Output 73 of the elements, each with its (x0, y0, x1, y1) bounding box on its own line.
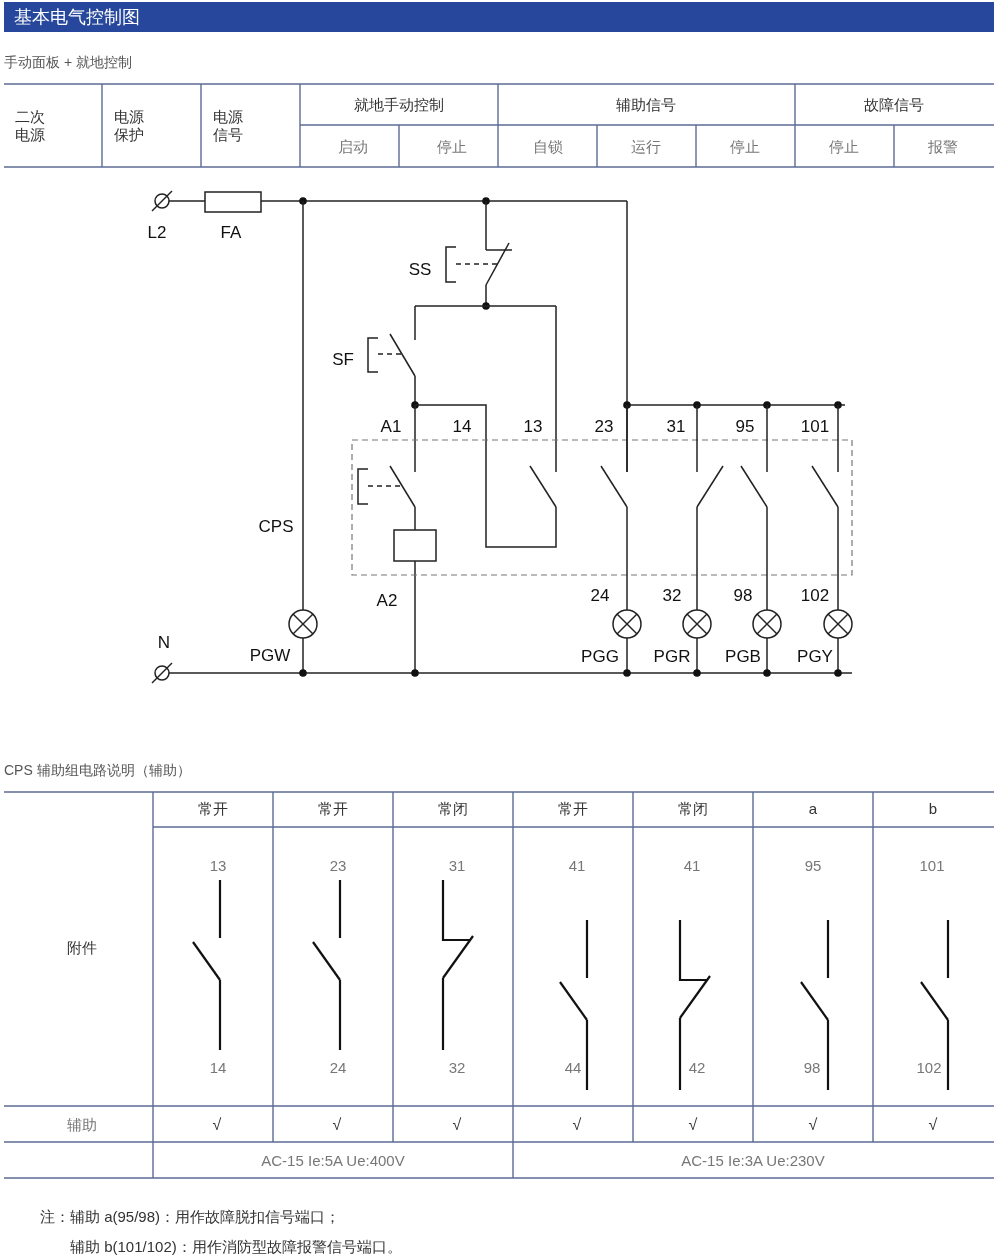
column-subheader: 启动 (338, 138, 368, 156)
terminal-number: 102 (916, 1059, 942, 1077)
column-subheader: 自锁 (533, 138, 563, 156)
terminal-number: 101 (919, 857, 945, 875)
terminal-number: 95 (804, 857, 822, 875)
terminal-number: 41 (683, 857, 701, 875)
terminal-number: 102 (800, 585, 830, 607)
terminal-label: L2 (147, 222, 167, 244)
column-header: 辅助信号 (616, 96, 676, 114)
terminal-number: 98 (803, 1059, 821, 1077)
terminal-number: 23 (594, 416, 614, 438)
terminal-number: 31 (666, 416, 686, 438)
component-label: CPS (258, 516, 294, 538)
terminal-number: 13 (209, 857, 227, 875)
column-subheader: 报警 (928, 138, 958, 156)
note: 辅助 b(101/102)：用作消防型故障报警信号端口。 (70, 1238, 402, 1256)
check-mark: √ (572, 1115, 582, 1135)
check-mark: √ (452, 1115, 462, 1135)
column-header: 电源信号 (213, 108, 244, 144)
check-mark: √ (688, 1115, 698, 1135)
column-header: 常开 (558, 800, 588, 818)
terminal-number: 23 (329, 857, 347, 875)
row-header: 附件 (67, 939, 97, 957)
column-header: b (928, 800, 938, 818)
terminal-number: 24 (329, 1059, 347, 1077)
component-label: PGW (249, 645, 291, 667)
check-mark: √ (332, 1115, 342, 1135)
column-header: 常闭 (678, 800, 708, 818)
note: 注：辅助 a(95/98)：用作故障脱扣信号端口； (40, 1208, 341, 1226)
section-heading: CPS 辅助组电路说明（辅助） (4, 761, 191, 779)
column-header: 电源保护 (114, 108, 145, 144)
terminal-number: 32 (662, 585, 682, 607)
terminal-number: 42 (688, 1059, 706, 1077)
terminal-number: 95 (735, 416, 755, 438)
column-subheader: 停止 (437, 138, 467, 156)
terminal-number: 13 (523, 416, 543, 438)
column-header: 就地手动控制 (354, 96, 444, 114)
terminal-label: N (157, 632, 171, 654)
column-header: 常闭 (438, 800, 468, 818)
terminal-number: A1 (380, 416, 402, 438)
column-subheader: 停止 (829, 138, 859, 156)
terminal-number: 41 (568, 857, 586, 875)
column-header: 故障信号 (864, 96, 924, 114)
check-mark: √ (928, 1115, 938, 1135)
component-label: PGR (653, 646, 691, 668)
column-header: a (808, 800, 818, 818)
component-label: PGY (797, 646, 833, 668)
terminal-number: A2 (376, 590, 398, 612)
rating-text: AC-15 Ie:5A Ue:400V (261, 1152, 405, 1170)
component-label: SS (408, 259, 432, 281)
column-subheader: 运行 (631, 138, 661, 156)
title: 基本电气控制图 (14, 6, 140, 29)
column-header: 二次电源 (15, 108, 46, 144)
terminal-number: 14 (452, 416, 472, 438)
component-label: PGG (581, 646, 619, 668)
terminal-number: 31 (448, 857, 466, 875)
component-label: FA (220, 222, 242, 244)
terminal-number: 14 (209, 1059, 227, 1077)
terminal-number: 44 (564, 1059, 582, 1077)
terminal-number: 24 (590, 585, 610, 607)
row-header: 辅助 (67, 1116, 97, 1134)
terminal-number: 32 (448, 1059, 466, 1077)
component-label: PGB (725, 646, 761, 668)
column-header: 常开 (198, 800, 228, 818)
rating-text: AC-15 Ie:3A Ue:230V (681, 1152, 825, 1170)
check-mark: √ (808, 1115, 818, 1135)
column-subheader: 停止 (730, 138, 760, 156)
terminal-number: 98 (733, 585, 753, 607)
section-heading: 手动面板 + 就地控制 (4, 53, 132, 71)
check-mark: √ (212, 1115, 222, 1135)
component-label: SF (332, 349, 354, 371)
terminal-number: 101 (800, 416, 830, 438)
column-header: 常开 (318, 800, 348, 818)
